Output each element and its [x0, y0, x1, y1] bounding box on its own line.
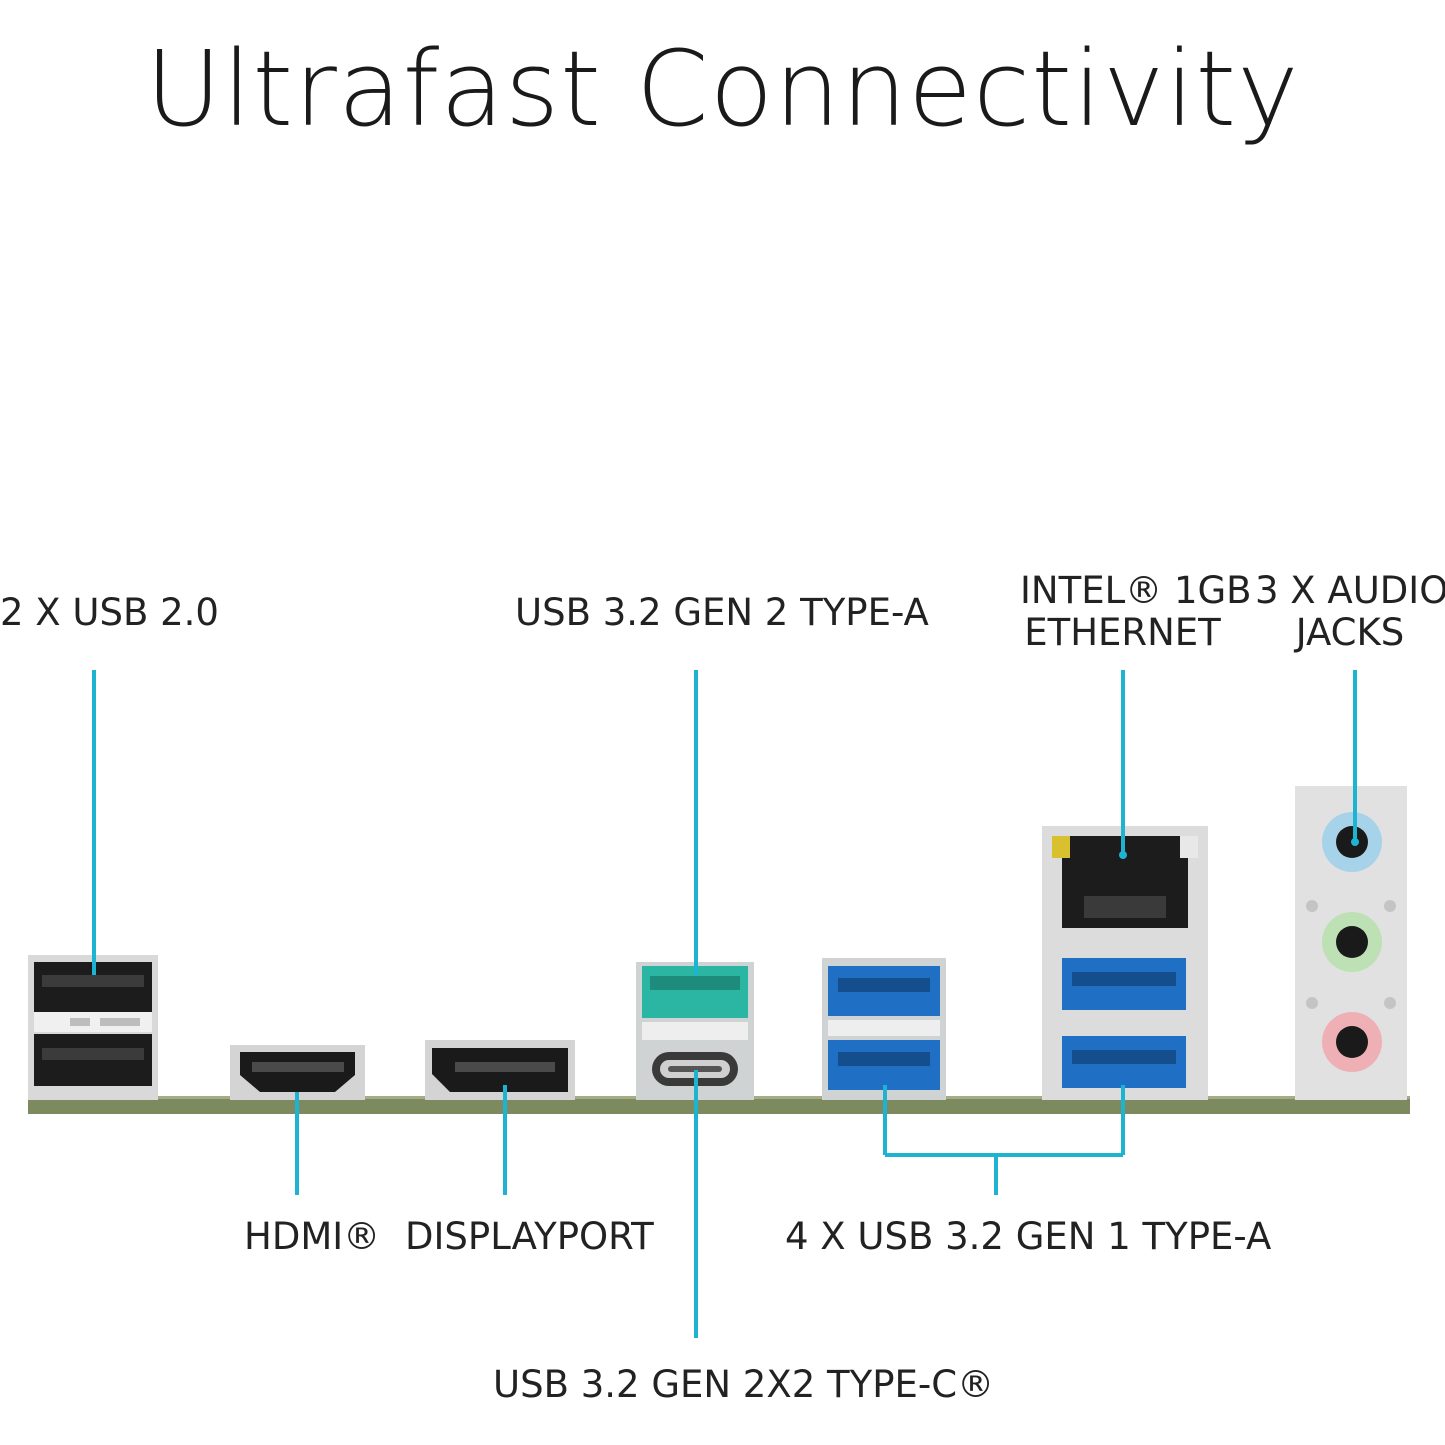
leader-dots — [1119, 838, 1359, 859]
hdmi-port — [230, 1045, 365, 1100]
page-title: Ultrafast Connectivity — [145, 28, 1300, 150]
label-hdmi: HDMI® — [244, 1215, 381, 1258]
label-ethernet: INTEL® 1GB ETHERNET — [1020, 569, 1252, 654]
motherboard-edge — [28, 1098, 1410, 1114]
leader-lines — [92, 670, 1357, 1338]
label-ethernet-line1: INTEL® 1GB — [1020, 569, 1252, 612]
label-usb32-gen2-typea: USB 3.2 GEN 2 TYPE-A — [515, 591, 929, 634]
label-displayport: DISPLAYPORT — [405, 1215, 654, 1258]
label-audio-line1: 3 X AUDIO — [1255, 569, 1445, 612]
label-usb32-gen2x2-typec: USB 3.2 GEN 2X2 TYPE-C® — [493, 1363, 995, 1406]
label-audio: 3 X AUDIO JACKS — [1255, 570, 1445, 654]
label-usb32-gen1-typea: 4 X USB 3.2 GEN 1 TYPE-A — [785, 1215, 1272, 1258]
audio-jack-stack — [1295, 786, 1407, 1100]
usb32-gen1-port-stack-left — [822, 958, 946, 1100]
displayport-port — [425, 1040, 575, 1100]
ethernet-usb-stack — [1042, 826, 1208, 1100]
usb32-gen2-typea-typec-stack — [636, 962, 754, 1100]
label-usb2: 2 X USB 2.0 — [0, 591, 219, 634]
label-ethernet-line2: ETHERNET — [1024, 611, 1221, 654]
label-audio-line2: JACKS — [1295, 611, 1405, 654]
usb2-port-stack — [28, 955, 158, 1100]
